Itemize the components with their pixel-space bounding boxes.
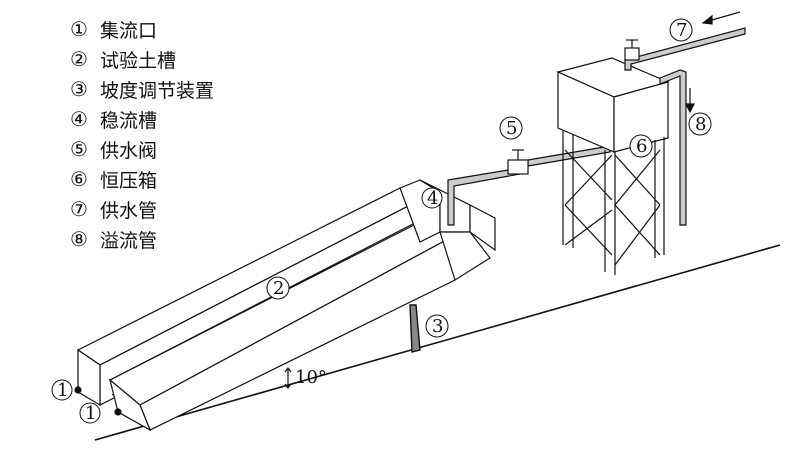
callout-1b: 1 (85, 403, 96, 424)
legend-item: ② 试验土槽 (70, 44, 214, 74)
soil-trough-assembly (74, 179, 496, 432)
callouts: 1 1 2 3 4 5 6 7 8 (51, 18, 712, 424)
legend-item: ⑧ 溢流管 (70, 224, 214, 254)
legend-item: ③ 坡度调节装置 (70, 74, 214, 104)
legend-label: 集流口 (100, 19, 158, 42)
legend-label: 试验土槽 (100, 49, 177, 72)
legend: ① 集流口 ② 试验土槽 ③ 坡度调节装置 ④ 稳流槽 ⑤ 供水阀 ⑥ 恒压箱 … (70, 14, 214, 254)
legend-label: 溢流管 (100, 229, 158, 252)
legend-item: ⑦ 供水管 (70, 194, 214, 224)
callout-8: 8 (695, 114, 706, 135)
legend-label: 坡度调节装置 (100, 79, 215, 102)
legend-number: ⑥ (70, 167, 88, 191)
legend-number: ④ (70, 107, 88, 131)
legend-number: ⑧ (70, 227, 88, 251)
callout-1a: 1 (57, 380, 68, 401)
callout-6: 6 (636, 136, 647, 157)
legend-label: 恒压箱 (100, 169, 158, 192)
legend-number: ③ (70, 77, 88, 101)
legend-label: 供水管 (100, 199, 158, 222)
legend-number: ② (70, 47, 88, 71)
supply-pipe (447, 145, 611, 226)
callout-2: 2 (273, 278, 284, 299)
callout-7: 7 (676, 20, 687, 41)
legend-item: ④ 稳流槽 (70, 104, 214, 134)
callout-4: 4 (427, 188, 438, 209)
legend-item: ⑤ 供水阀 (70, 134, 214, 164)
legend-item: ⑥ 恒压箱 (70, 164, 214, 194)
legend-label: 稳流槽 (100, 109, 158, 132)
legend-item: ① 集流口 (70, 14, 214, 44)
legend-label: 供水阀 (100, 139, 158, 162)
legend-number: ① (70, 17, 88, 41)
legend-number: ⑦ (70, 197, 88, 221)
callout-5: 5 (506, 118, 517, 139)
angle-indicator (284, 367, 292, 389)
pressure-tank-tower (556, 27, 746, 275)
angle-label: 10° (295, 367, 327, 388)
ground-slope (94, 244, 781, 441)
slope-adjuster (409, 304, 421, 353)
flow-arrows (685, 11, 741, 114)
legend-number: ⑤ (70, 137, 88, 161)
callout-3: 3 (432, 316, 443, 337)
